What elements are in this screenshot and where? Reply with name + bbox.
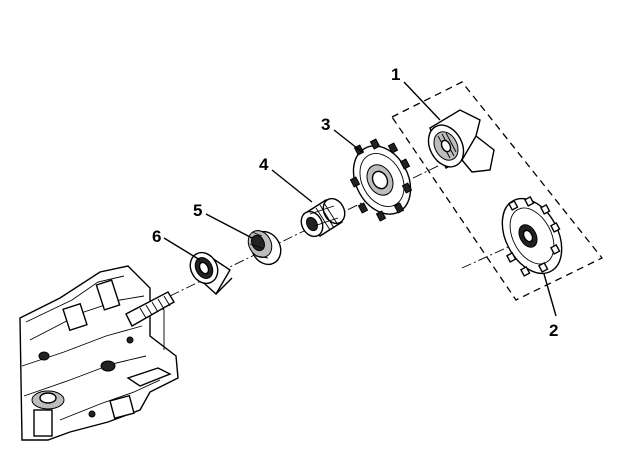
callout-6: 6 [152, 227, 161, 246]
leader-2 [543, 273, 557, 317]
leader-lines [163, 81, 557, 317]
part-2-slotted-flange [501, 195, 563, 277]
leader-6 [163, 237, 201, 261]
part-5-roller-bearing [247, 230, 282, 266]
callout-3: 3 [321, 115, 330, 134]
output-shaft [125, 291, 175, 327]
part-3-toothed-ring [349, 138, 413, 222]
leader-1 [403, 81, 441, 121]
leader-4 [271, 169, 313, 203]
housing-assembly [19, 265, 179, 441]
leader-3 [333, 129, 363, 153]
part-4-sleeve [300, 197, 346, 238]
dashed-group-box [391, 81, 604, 301]
callout-2: 2 [549, 321, 558, 340]
callout-1: 1 [391, 65, 400, 84]
leader-5 [205, 213, 253, 239]
part-6-bearing-cup [189, 251, 233, 296]
part-1-yoke [427, 109, 495, 173]
callout-labels: 1 2 3 4 5 6 [152, 65, 558, 340]
callout-5: 5 [193, 201, 202, 220]
callout-4: 4 [259, 155, 269, 174]
